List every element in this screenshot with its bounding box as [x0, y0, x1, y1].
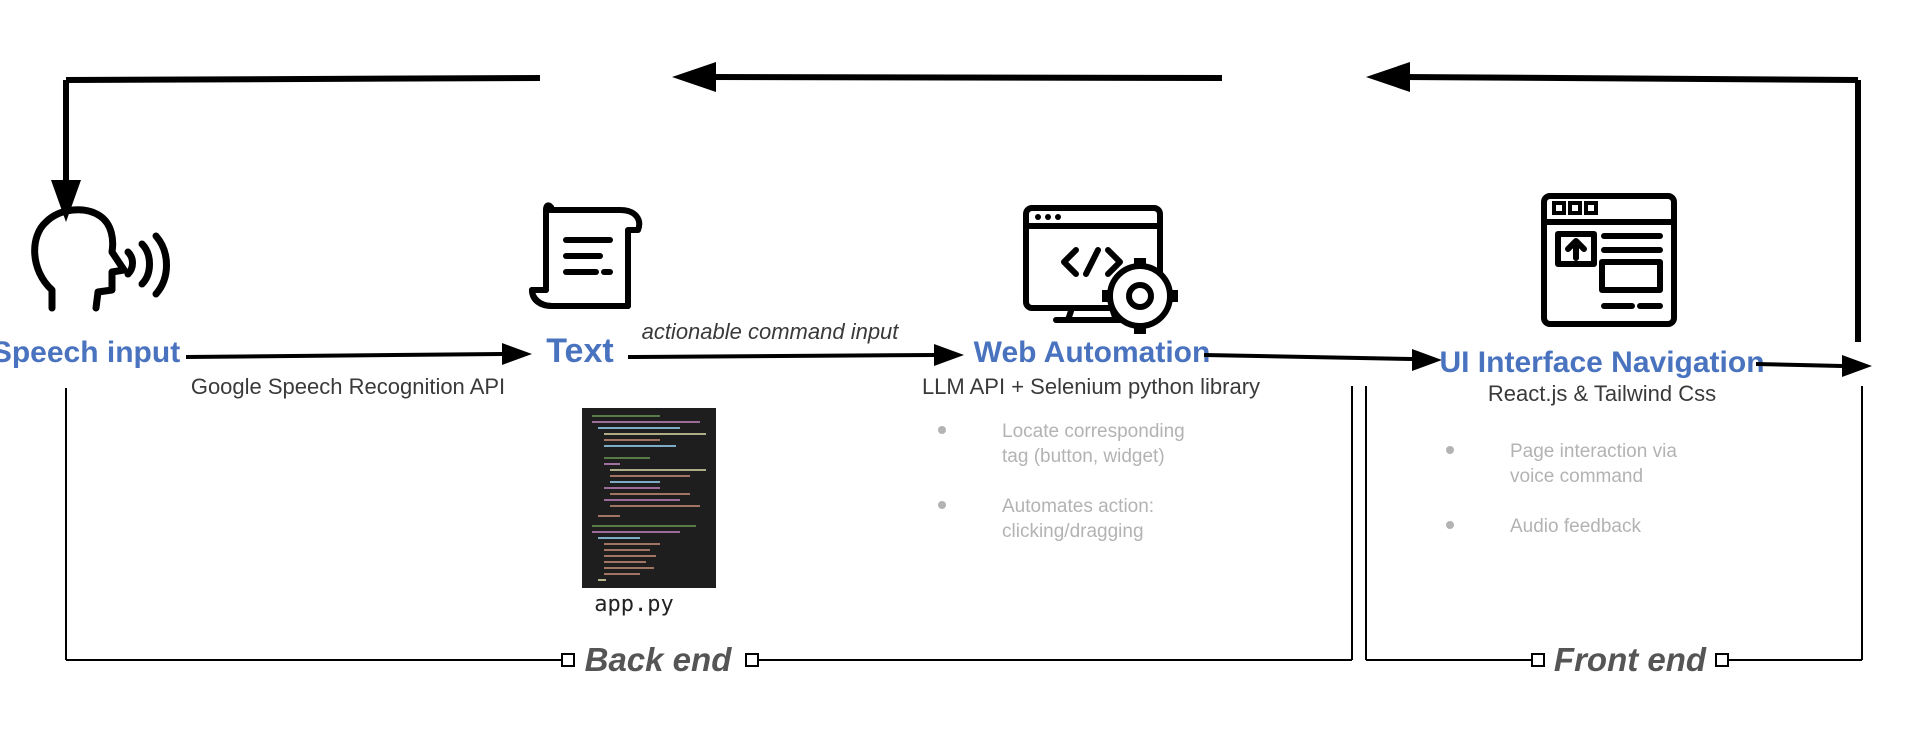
window-dots: [1035, 214, 1061, 220]
speaking-head-icon: [31, 206, 170, 312]
scroll-document-icon: [529, 202, 643, 309]
code-window: [582, 408, 716, 588]
arrowhead-speech-text: [502, 343, 532, 365]
code-thumbnail: app.py: [582, 408, 716, 617]
browser-window-icon: [1541, 193, 1677, 327]
return-arrowhead-middle: [672, 62, 716, 92]
return-line-top-middle: [707, 74, 1223, 81]
web-bullet-2-line-2: clicking/dragging: [1002, 521, 1144, 542]
bracket-backend: [65, 386, 1353, 667]
bracket-frontend: [1365, 386, 1863, 667]
edge-speech-to-text: Google Speech Recognition API: [185, 343, 532, 399]
node-web-automation: Web Automation LLM API + Selenium python…: [922, 205, 1260, 542]
monitor-code-gear-icon: [1023, 205, 1173, 329]
web-automation-title: Web Automation: [974, 336, 1211, 369]
text-title: Text: [546, 332, 613, 370]
ui-navigation-bullets: Page interaction via voice command Audio…: [1446, 441, 1677, 537]
return-flow-arrows: [51, 62, 1861, 342]
arrowhead-web-ui: [1412, 349, 1442, 371]
code-filename: app.py: [594, 592, 673, 617]
arrowhead-ui-out: [1842, 355, 1872, 377]
ui-bullet-2-line-1: Audio feedback: [1510, 516, 1641, 537]
speech-input-title: Speech input: [0, 336, 180, 369]
gear-teeth: [1102, 258, 1178, 334]
web-bullet-1-line-1: Locate corresponding: [1002, 421, 1185, 442]
web-automation-subtitle: LLM API + Selenium python library: [922, 374, 1260, 399]
return-line-top-left: [65, 75, 541, 83]
frontend-label: Front end: [1554, 641, 1707, 678]
backend-label: Back end: [585, 641, 733, 678]
web-bullet-1-line-2: tag (button, widget): [1002, 446, 1165, 467]
web-automation-bullets: Locate corresponding tag (button, widget…: [938, 421, 1185, 542]
edge-label-speech-to-text: Google Speech Recognition API: [191, 374, 505, 399]
node-ui-navigation: UI Interface Navigation React.js & Tailw…: [1439, 193, 1765, 537]
ui-navigation-title: UI Interface Navigation: [1439, 346, 1764, 379]
edge-ui-out: [1755, 355, 1872, 377]
edge-text-to-web: actionable command input: [627, 319, 964, 366]
ui-navigation-subtitle: React.js & Tailwind Css: [1488, 381, 1716, 406]
browser-window-dots: [1552, 201, 1598, 215]
return-arrowhead-left: [51, 180, 81, 222]
edge-label-text-to-web: actionable command input: [642, 319, 900, 344]
return-arrowhead-right: [1366, 62, 1410, 92]
node-text: Text: [529, 202, 643, 370]
ui-bullet-1-line-2: voice command: [1510, 466, 1643, 487]
node-speech-input: Speech input: [0, 206, 180, 369]
return-line-top-right: [1401, 74, 1859, 83]
edge-web-to-ui: [1203, 349, 1442, 371]
arrowhead-text-web: [934, 344, 964, 366]
code-lines: [592, 415, 706, 581]
ui-bullet-1-line-1: Page interaction via: [1510, 441, 1677, 462]
web-bullet-2-line-1: Automates action:: [1002, 496, 1154, 517]
